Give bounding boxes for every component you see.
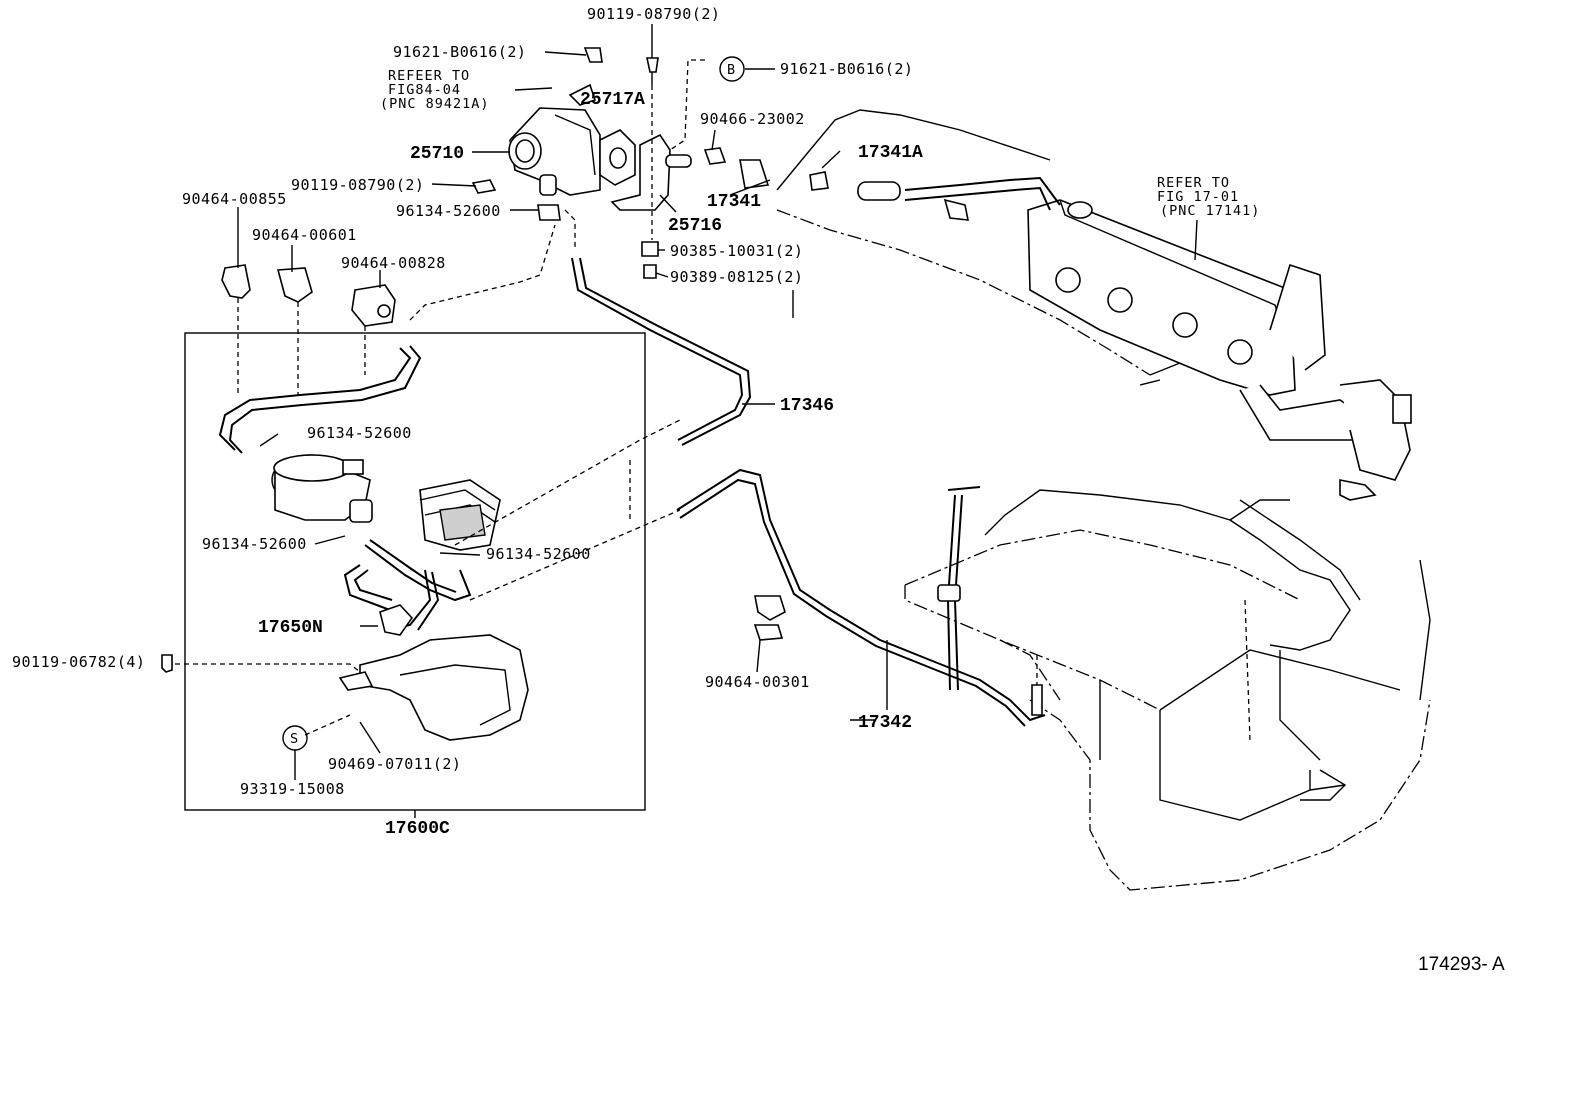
figure-number: 174293- A: [1418, 954, 1505, 975]
clamp-90464-00301: [753, 595, 786, 641]
label-17341: 17341: [707, 192, 761, 212]
marker-S-text: S: [290, 731, 299, 747]
label-93319-15008: 93319-15008: [240, 780, 345, 798]
label-refer-fig17-line3: (PNC 17141): [1160, 203, 1260, 219]
label-refer-fig84-line2: FIG84-04: [388, 82, 461, 98]
label-90119-08790-top: 90119-08790(2): [587, 5, 720, 23]
mounting-bracket: [338, 604, 529, 741]
label-91621-B0616-left: 91621-B0616(2): [393, 43, 526, 61]
label-25717A: 25717A: [580, 90, 645, 110]
label-17346: 17346: [780, 396, 834, 416]
label-96134-52600-a: 96134-52600: [307, 424, 412, 442]
clamps-top-left: [221, 264, 396, 327]
air-pipe-17341A: [857, 176, 1061, 221]
hose-17342: [676, 468, 1046, 727]
kit-hoses: [218, 345, 472, 631]
label-90469-07011: 90469-07011(2): [328, 755, 461, 773]
label-17600C: 17600C: [385, 819, 450, 839]
gasket-25717A: [599, 129, 636, 186]
label-96134-52600-top: 96134-52600: [396, 202, 501, 220]
label-refer-fig84-line1: REFEER TO: [388, 68, 470, 84]
label-90119-06782: 90119-06782(4): [12, 653, 145, 671]
label-90464-00855: 90464-00855: [182, 190, 287, 208]
label-refer-fig17-line2: FIG 17-01: [1157, 189, 1239, 205]
label-17342: 17342: [858, 713, 912, 733]
part-labels: 90119-08790(2) 91621-B0616(2) 91621-B061…: [12, 5, 1505, 975]
marker-S: S: [282, 725, 308, 751]
label-96134-52600-c: 96134-52600: [486, 545, 591, 563]
leader-lines: [237, 24, 1198, 818]
vacuum-switching-valve: [271, 454, 373, 523]
bracket-25716: [610, 133, 692, 211]
marker-B-text: B: [727, 62, 736, 78]
label-refer-fig17-line1: REFER TO: [1157, 175, 1230, 191]
label-refer-fig84-line3: (PNC 89421A): [380, 96, 490, 112]
label-90464-00828: 90464-00828: [341, 254, 446, 272]
bolt-90119-06782: [161, 654, 173, 673]
label-90119-08790-mid: 90119-08790(2): [291, 176, 424, 194]
label-90385-10031: 90385-10031(2): [670, 242, 803, 260]
label-17650N: 17650N: [258, 618, 323, 638]
label-96134-52600-b: 96134-52600: [202, 535, 307, 553]
filter-box: [419, 479, 501, 551]
label-25716: 25716: [668, 216, 722, 236]
label-17341A: 17341A: [858, 143, 923, 163]
label-90466-23002: 90466-23002: [700, 110, 805, 128]
small-fasteners: [471, 47, 829, 279]
engine-block-outline: [904, 489, 1431, 891]
exhaust-manifold: [1027, 199, 1412, 501]
hose-17346: [571, 257, 752, 446]
marker-B: B: [719, 56, 745, 82]
assembly-dashed-lines: [175, 59, 1038, 736]
label-90464-00301: 90464-00301: [705, 673, 810, 691]
label-90389-08125: 90389-08125(2): [670, 268, 803, 286]
label-25710: 25710: [410, 144, 464, 164]
air-injection-valve-25710: [508, 83, 601, 196]
label-90464-00601: 90464-00601: [252, 226, 357, 244]
label-91621-B0616-right: 91621-B0616(2): [780, 60, 913, 78]
